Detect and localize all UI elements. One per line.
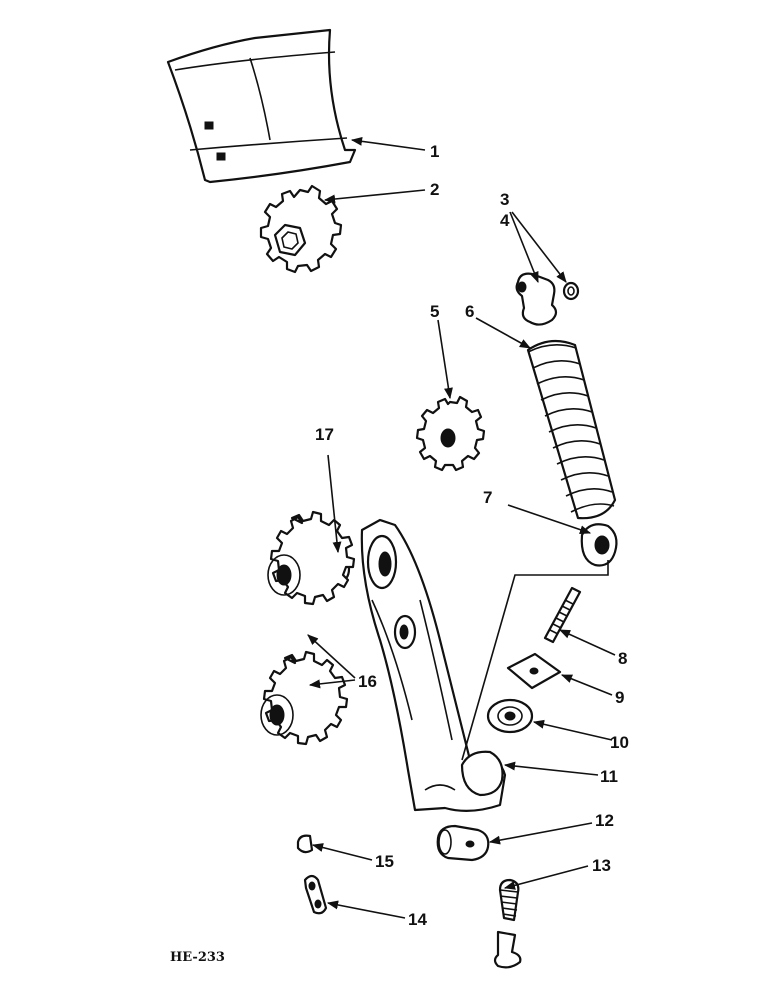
small-sprocket (415, 395, 486, 472)
square-plate (506, 652, 562, 690)
label-part-17: 17 (315, 425, 334, 444)
bolt-with-spring (493, 878, 522, 969)
bearing (486, 698, 534, 734)
part-labels: 1 2 3 4 5 6 7 8 9 10 11 12 13 14 15 16 1… (170, 142, 629, 965)
label-part-14: 14 (408, 910, 427, 929)
tee-fitting (515, 272, 580, 326)
leader-lines (307, 136, 616, 919)
coil-spring (526, 339, 617, 520)
label-part-4: 4 (500, 211, 510, 230)
label-part-5: 5 (430, 302, 439, 321)
pivot-bushing (436, 824, 490, 862)
label-part-12: 12 (595, 811, 614, 830)
label-part-15: 15 (375, 852, 394, 871)
label-part-3: 3 (500, 190, 509, 209)
idler-arm (360, 518, 507, 812)
label-part-13: 13 (592, 856, 611, 875)
label-part-8: 8 (618, 649, 627, 668)
label-part-2: 2 (430, 180, 439, 199)
label-part-16: 16 (358, 672, 377, 691)
label-part-9: 9 (615, 688, 624, 707)
connector-clip (296, 834, 314, 854)
large-sprocket-lower (260, 650, 349, 746)
shield-plate (166, 28, 357, 184)
threaded-stud (543, 586, 582, 644)
label-part-10: 10 (610, 733, 629, 752)
spring-bushing (580, 523, 618, 567)
label-part-11: 11 (600, 767, 618, 786)
label-part-7: 7 (483, 488, 492, 507)
sprocket-with-nut (259, 184, 343, 274)
label-part-6: 6 (465, 302, 474, 321)
large-sprocket-upper (267, 510, 356, 606)
chain-link (303, 874, 328, 915)
label-part-1: 1 (430, 142, 439, 161)
figure-code: HE-233 (170, 950, 225, 965)
